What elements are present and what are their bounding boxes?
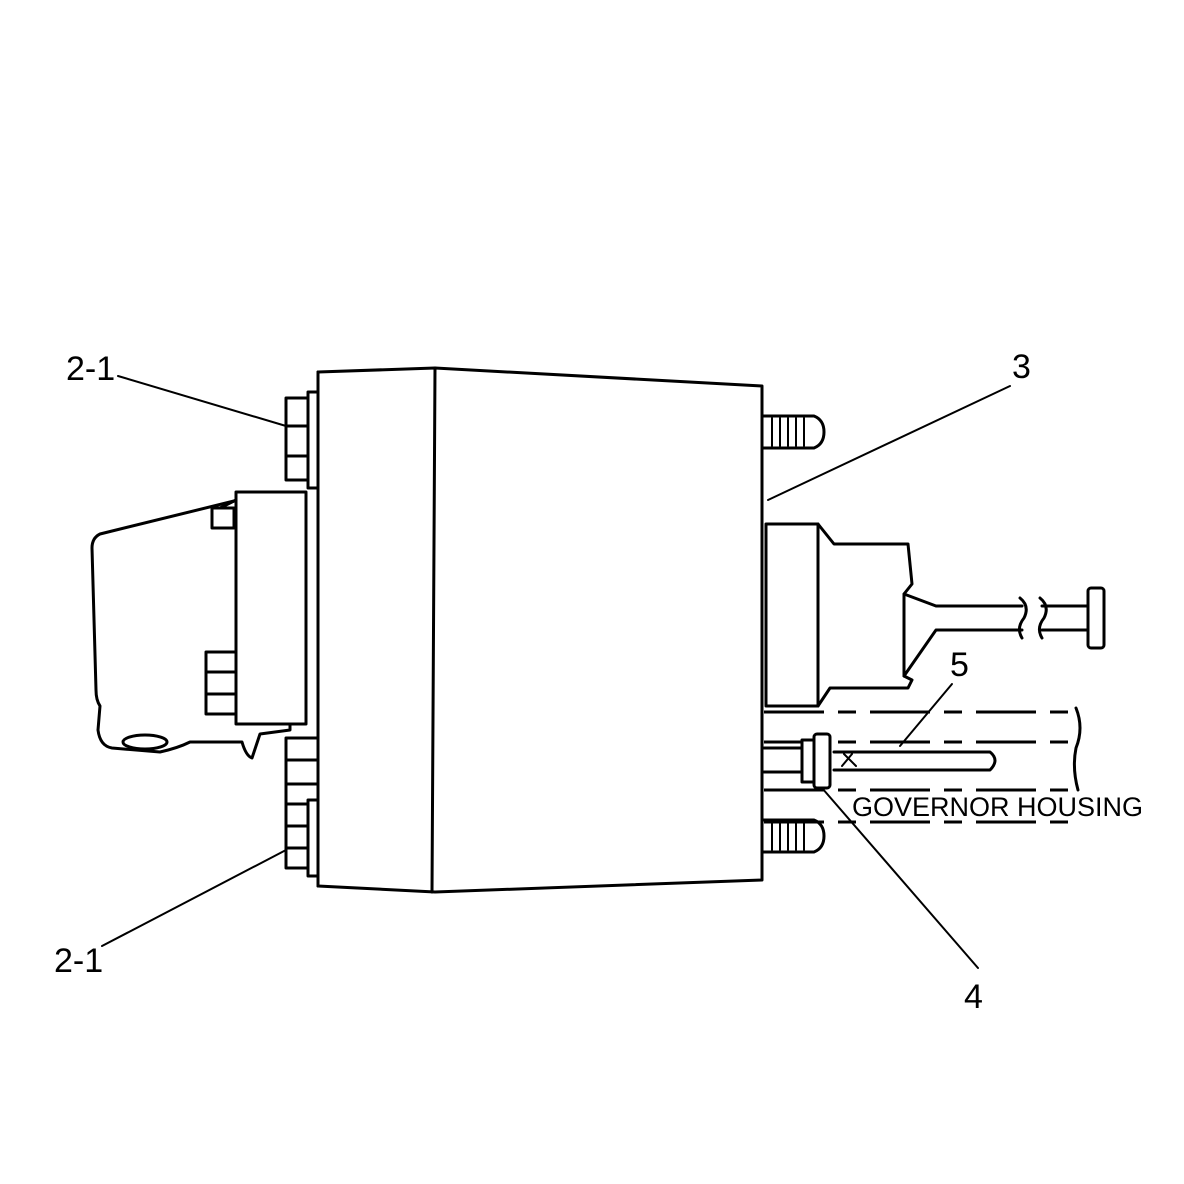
callout-5: 5 — [950, 646, 969, 684]
callout-2-1-bottom: 2-1 — [54, 942, 103, 980]
nut-lower — [284, 798, 322, 878]
seal — [762, 732, 857, 790]
callout-3: 3 — [1012, 348, 1031, 386]
callout-2-1-top: 2-1 — [66, 350, 115, 388]
nut-upper — [284, 390, 322, 490]
bracket-bolt — [204, 650, 238, 716]
nut-middle — [284, 736, 320, 806]
leader-2-1-bottom — [101, 849, 287, 947]
stud-lower — [760, 818, 826, 854]
leader-5 — [899, 683, 953, 747]
callout-4: 4 — [964, 978, 983, 1016]
solenoid-body — [316, 366, 764, 894]
spring — [832, 750, 997, 772]
leader-4 — [821, 787, 979, 969]
governor-housing-label: GOVERNOR HOUSING — [852, 792, 1143, 822]
plunger-housing — [764, 522, 914, 708]
mounting-bracket — [90, 490, 308, 760]
leader-lines — [101, 375, 1011, 969]
leader-3 — [767, 385, 1011, 501]
stud-upper — [760, 414, 826, 450]
plunger-shaft — [902, 586, 1106, 678]
bracket-flange — [234, 490, 308, 726]
leader-2-1-top — [117, 375, 287, 427]
bracket-hole — [121, 733, 169, 751]
